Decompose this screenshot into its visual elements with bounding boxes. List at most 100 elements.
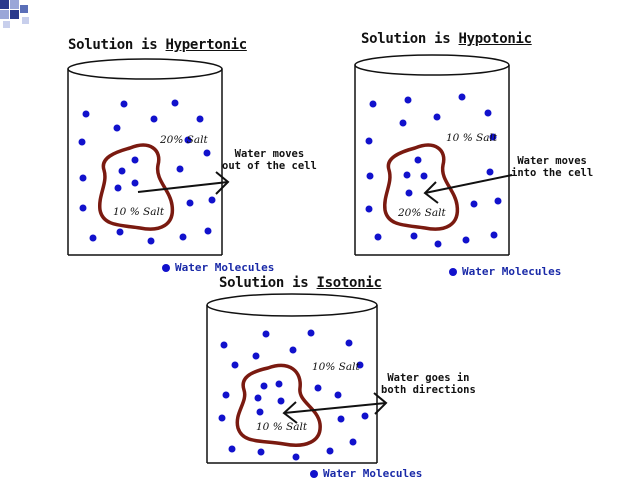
hypertonic-inside-salt-label: 10 % Salt [113,206,165,218]
isotonic-arrow [282,392,388,424]
isotonic-outside-salt-label: 10% Salt [312,361,360,373]
water-molecule-legend-icon [449,267,457,276]
water-molecule [186,199,194,207]
water-molecule [179,233,187,241]
hypotonic-beaker [354,54,510,256]
water-molecule [434,240,442,248]
water-molecule [204,227,212,235]
water-molecule [337,415,345,423]
water-molecule [489,133,497,141]
water-molecule [405,189,413,197]
water-molecule [256,408,264,416]
water-molecule [260,382,268,390]
hypertonic-cell-membrane [98,143,175,231]
water-molecule [314,384,322,392]
water-molecule [365,205,373,213]
water-molecule [222,391,230,399]
hypertonic-outside-salt-label: 20% Salt [159,134,208,146]
water-molecule-legend-icon [162,263,170,272]
hypertonic-arrow [137,171,230,195]
water-molecule [277,397,285,405]
isotonic-note: Water goes in both directions [381,372,476,396]
water-molecule [420,172,428,180]
water-molecule [257,448,265,456]
water-molecule [399,119,407,127]
isotonic-legend: Water Molecules [310,467,422,480]
hypertonic-title: Solution is Hypertonic [68,37,247,53]
water-molecule [410,232,418,240]
water-molecule [404,96,412,104]
water-molecule [292,453,300,461]
water-molecule [414,156,422,164]
water-molecule [208,196,216,204]
hypotonic-legend: Water Molecules [449,265,561,278]
water-molecule [374,233,382,241]
water-molecule [484,109,492,117]
water-molecule [366,172,374,180]
hypertonic-beaker [67,58,223,256]
hypertonic-note: Water moves out of the cell [222,148,317,172]
water-molecule [113,124,121,132]
corner-decoration [0,0,29,28]
hypertonic-legend: Water Molecules [162,261,274,274]
water-molecule [262,330,270,338]
water-molecule-legend-icon [310,469,318,478]
water-molecule [433,113,441,121]
water-molecule [403,171,411,179]
water-molecule [349,438,357,446]
water-molecule [307,329,315,337]
water-molecule [196,115,204,123]
isotonic-beaker [206,293,378,464]
water-molecule [254,394,262,402]
water-molecule [171,99,179,107]
water-molecule [176,165,184,173]
water-molecule [78,138,86,146]
water-molecule [486,168,494,176]
water-molecule [116,228,124,236]
water-molecule [470,200,478,208]
hypotonic-note: Water moves into the cell [511,155,594,179]
water-molecule [131,179,139,187]
water-molecule [490,231,498,239]
water-molecule [120,100,128,108]
water-molecule [252,352,260,360]
water-molecule [365,137,373,145]
isotonic-title: Solution is Isotonic [219,275,382,291]
water-molecule [131,156,139,164]
water-molecule [218,414,226,422]
water-molecule [114,184,122,192]
water-molecule [494,197,502,205]
water-molecule [361,412,369,420]
water-molecule [228,445,236,453]
water-molecule [79,174,87,182]
water-molecule [231,361,239,369]
water-molecule [275,380,283,388]
water-molecule [334,391,342,399]
water-molecule [289,346,297,354]
water-molecule [118,167,126,175]
water-molecule [369,100,377,108]
hypotonic-cell-membrane [383,143,460,231]
water-molecule [220,341,228,349]
water-molecule [79,204,87,212]
water-molecule [326,447,334,455]
water-molecule [345,339,353,347]
water-molecule [147,237,155,245]
hypotonic-arrow [423,174,513,204]
water-molecule [462,236,470,244]
water-molecule [203,149,211,157]
water-molecule [184,136,192,144]
water-molecule [82,110,90,118]
water-molecule [458,93,466,101]
hypotonic-inside-salt-label: 20% Salt [397,207,446,219]
hypotonic-title: Solution is Hypotonic [361,31,532,47]
isotonic-cell-membrane [235,363,322,447]
water-molecule [356,361,364,369]
hypotonic-outside-salt-label: 10 % Salt [446,132,498,144]
water-molecule [89,234,97,242]
isotonic-inside-salt-label: 10 % Salt [256,421,308,433]
water-molecule [150,115,158,123]
